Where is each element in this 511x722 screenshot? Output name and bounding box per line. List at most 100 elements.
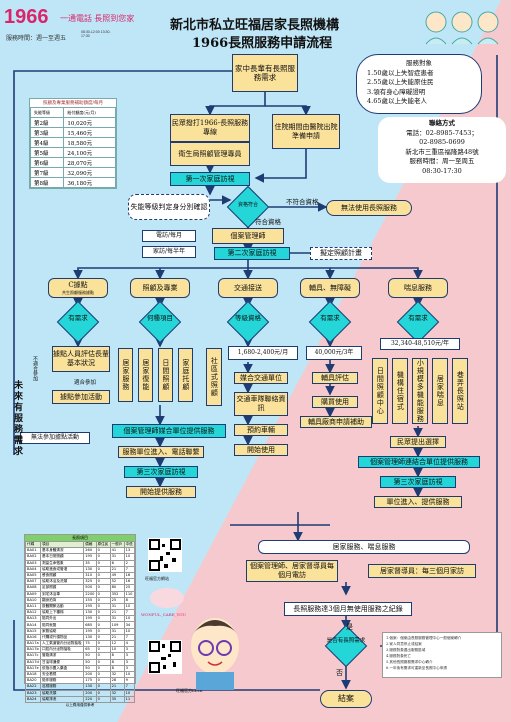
home-visit-node: 居家督導員：每三個月家訪 — [368, 564, 476, 578]
unmet-need-label: 未來有服務需求 — [12, 380, 22, 457]
services-cell: 35 — [109, 695, 125, 703]
transport-reserve: 預約車輛 — [234, 424, 288, 436]
no-label: 否 — [336, 669, 343, 677]
c-join-suitable: 適合參加 — [74, 380, 97, 386]
services-cell: 220 — [83, 695, 97, 703]
subsidy-amount: 24,100元 — [63, 147, 116, 158]
first-visit-node: 第一次家庭訪視 — [170, 172, 250, 186]
branch-c-stations: C據點 共生照顧服務據點 — [48, 278, 108, 298]
contact-monthly: 電訪/每月 — [142, 230, 196, 242]
apply-self-node: 民眾撥打1966-長照服務專線 — [170, 114, 250, 142]
need-q2: 是否有長照需求 — [326, 638, 366, 644]
slogan: 一通電話 長照到您家 — [60, 14, 135, 23]
subsidy-level: 第4級 — [29, 137, 65, 148]
respite-case-compare: 個案管理師連結合單位提供服務 — [358, 456, 480, 468]
aids-need-q: 有需求 — [320, 314, 340, 322]
contact-address: 新北市三重區福隆路48號 — [405, 147, 479, 156]
respite-option-alley: 巷弄長照站 — [452, 358, 468, 424]
end-node: 結案 — [320, 690, 372, 708]
services-cell: BA17a — [24, 639, 42, 648]
criteria-item: 4.65歲以上失能老人 — [367, 97, 427, 105]
care-case-compare: 個案管理師媒合單位提供服務 — [112, 424, 226, 438]
three-months-node: 長照服務達3個月無使用服務之紀錄 — [284, 602, 412, 616]
qr-code-line — [148, 640, 182, 674]
branch-transport: 交通接送 — [218, 278, 278, 298]
no-service-node: 無法使用長照服務 — [326, 200, 412, 216]
eligible-label: 符合資格 — [255, 218, 281, 226]
respite-option-smallscale: 小規模多機能服務 — [412, 358, 428, 424]
closure-note: 1.個案：個案由長照服務管理中心一般個案轉介 — [386, 636, 462, 640]
transport-start: 開始使用 — [234, 444, 288, 456]
respite-option-institution: 機構住宿式 — [392, 358, 408, 424]
branch-respite: 喘息服務 — [388, 278, 448, 298]
respite-amount: 32,340-48,510元/年 — [380, 338, 460, 350]
subsidy-head-level: 失能等級 — [29, 107, 65, 118]
logo-1966: 1966 — [4, 6, 49, 28]
start-node: 家中長輩有長照服務需求 — [232, 54, 298, 92]
c-no-join: 不適合參加 — [32, 356, 38, 381]
subsidy-title: 照顧及專業服務補助額度/每月 — [42, 101, 103, 106]
services-cell: BA17c — [24, 652, 42, 660]
respite-option-home: 居家喘息 — [432, 358, 448, 424]
second-visit-node: 第二次家庭訪視 — [214, 247, 290, 260]
care-option-rehab: 居家復能 — [138, 348, 153, 402]
subsidy-amount: 28,070元 — [63, 157, 116, 168]
subsidy-level: 第6級 — [29, 157, 65, 168]
respite-need-q: 有需求 — [408, 314, 428, 322]
criteria-item: 3.領有身心障礙證明 — [367, 87, 426, 96]
branch-aids: 輔具、無障礙 — [300, 278, 360, 298]
respite-option-daycare: 日間照顧中心 — [372, 358, 388, 424]
visit-half-year: 家訪/每半年 — [142, 246, 196, 258]
criteria-item: 1.50歲以上失智症患者 — [367, 68, 434, 77]
criteria-item: 2.55歲以上失能原住民 — [367, 78, 434, 86]
c-join: 據點參加活動 — [52, 390, 110, 404]
services-title: 長照項目 — [25, 535, 135, 541]
closure-notes: 1.個案：個案由長照服務管理中心一般個案轉介 2.家人同意停止或結案 3.服務對… — [382, 632, 502, 678]
subsidy-level: 第5級 — [29, 147, 65, 158]
subsidy-amount: 18,580元 — [63, 137, 116, 148]
supervisors-node: 個案管理師、居家督導員每個月電訪 — [246, 560, 338, 582]
closure-note: 5.其他長照服務需求中心轉介 — [386, 660, 433, 664]
qr-label-line: 旺福官方LINE — [176, 688, 203, 693]
header-hours-time: 08:30-12:00 13:30-17:30 — [81, 30, 111, 38]
mascot-illustration — [191, 618, 239, 690]
closure-note: 4.服務對象死亡 — [386, 654, 411, 658]
services-cell: BA17e — [24, 664, 42, 672]
aids-amount: 40,000元/3年 — [306, 346, 362, 360]
respite-choose: 民眾提出選擇 — [390, 436, 446, 448]
eligibility-node: 失能等級判定身分別確認 — [128, 194, 210, 220]
care-option-community: 社區式照顧 — [206, 348, 222, 406]
branch-c-sub: 共生照顧服務據點 — [62, 289, 94, 295]
page-title-2: 1966長照服務申請流程 — [192, 36, 333, 51]
transport-info: 交通車隊聯絡資訊 — [234, 392, 288, 416]
services-head: 原住民 — [95, 540, 111, 549]
care-option-home: 居家服務 — [118, 348, 133, 402]
transport-need-q: 等級資格 — [235, 314, 261, 322]
branch-c-title: C據點 — [68, 281, 88, 290]
closure-note: 2.家人同意停止或結案 — [386, 642, 422, 646]
c-staff-eval: 據點人員評估長輩基本狀況 — [52, 346, 110, 372]
services-footnote: 以上費用僅供參考 — [65, 702, 95, 707]
services-cell: BA17b — [24, 646, 42, 654]
case-manager-node: 個案管理師 — [212, 228, 284, 244]
c-need-q: 有需求 — [68, 314, 88, 322]
respite-third-visit: 第三次家庭訪視 — [380, 476, 456, 488]
contact-phone-2: 02-8985-0699 — [419, 138, 465, 146]
family-illustration — [425, 11, 499, 45]
transport-provider: 媒合交通單位 — [234, 372, 288, 384]
contact-box: 聯絡方式 電話：02-8985-7453； 02-8985-0699 新北市三重… — [378, 117, 506, 183]
plan-node: 擬定照顧計畫 — [310, 247, 372, 260]
eligible-q: 資格符合 — [237, 202, 258, 208]
services-cell: 協助排泄 — [40, 695, 85, 703]
